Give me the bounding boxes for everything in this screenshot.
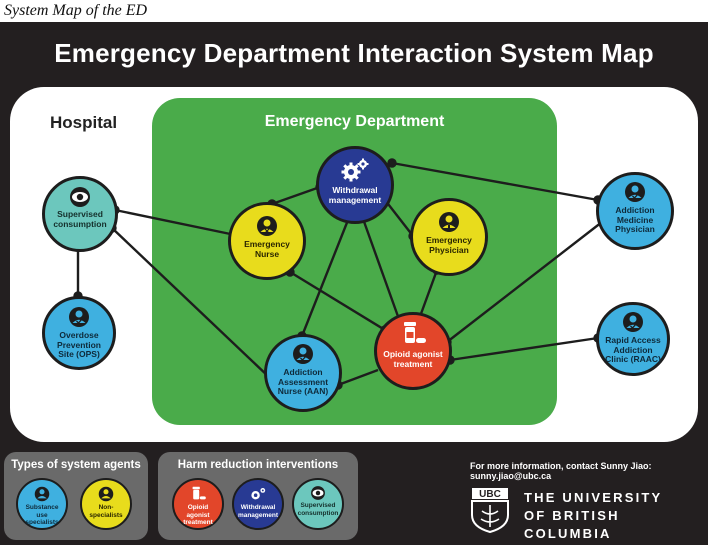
physician-person-icon — [439, 212, 459, 232]
link-supervised-aan — [111, 227, 271, 379]
node-addiction-assessment-nurse: Addiction Assessment Nurse (AAN) — [264, 334, 342, 412]
legend-label: Opioid agonist treatment — [183, 504, 213, 526]
contact-info: For more information, contact Sunny Jiao… — [470, 461, 652, 481]
non-specialist-person-icon — [98, 486, 114, 502]
link-ernurse-withdrawal — [271, 185, 321, 206]
link-supervised-ernurse — [114, 208, 241, 238]
legend-harm-title: Harm reduction interventions — [177, 459, 339, 471]
legend-opioid-agonist-treatment: Opioid agonist treatment — [172, 478, 224, 530]
ubc-line-1: THE UNIVERSITY — [524, 490, 663, 505]
link-ernurse-oat — [289, 270, 386, 332]
link-amp-oat — [446, 221, 603, 343]
figure-caption: System Map of the ED — [4, 2, 148, 19]
node-label: Addiction Medicine Physician — [615, 205, 655, 234]
eye-icon — [311, 486, 325, 500]
node-label: Emergency Nurse — [244, 239, 290, 259]
legend-agents-title: Types of system agents — [11, 459, 141, 471]
pill-bottle-icon — [192, 486, 206, 500]
ubc-wordmark: THE UNIVERSITY OF BRITISH COLUMBIA — [524, 489, 708, 543]
legend-label: Non-specialists — [89, 504, 123, 519]
link-withdrawal-erphysician — [384, 199, 414, 237]
legend-label: Withdrawal management — [237, 504, 279, 519]
node-label: Opioid agonist treatment — [383, 349, 443, 369]
node-rapid-access-addiction-clinic: Rapid Access Addiction Clinic (RAAC) — [596, 302, 670, 376]
node-label: Withdrawal management — [328, 185, 382, 205]
ubc-line-2: OF BRITISH COLUMBIA — [524, 508, 620, 541]
nurse-person-icon — [257, 216, 277, 236]
specialist-person-icon — [293, 344, 313, 364]
pill-bottle-icon — [404, 322, 426, 343]
map-title: Emergency Department Interaction System … — [54, 38, 654, 68]
node-overdose-prevention-site: Overdose Prevention Site (OPS) — [42, 296, 116, 370]
node-label: Overdose Prevention Site (OPS) — [57, 330, 101, 359]
svg-text:UBC: UBC — [479, 489, 501, 500]
node-withdrawal-management: Withdrawal management — [316, 146, 394, 224]
hospital-label: Hospital — [50, 113, 118, 132]
node-opioid-agonist-treatment: Opioid agonist treatment — [374, 312, 452, 390]
specialist-person-icon — [34, 486, 50, 502]
link-oat-raac — [449, 336, 599, 362]
node-emergency-nurse: Emergency Nurse — [228, 202, 306, 280]
ubc-shield-logo: UBC — [471, 488, 509, 533]
specialist-person-icon — [69, 307, 89, 327]
node-label: Addiction Assessment Nurse (AAN) — [277, 367, 329, 396]
specialist-person-icon — [625, 182, 645, 202]
legend-label: Supervised consumption — [297, 502, 339, 517]
legend-label: Substance use specialists — [25, 504, 59, 526]
specialist-person-icon — [623, 312, 643, 332]
node-label: Rapid Access Addiction Clinic (RAAC) — [605, 335, 661, 364]
node-emergency-physician: Emergency Physician — [410, 198, 488, 276]
link-aan-oat — [337, 368, 379, 387]
eye-icon — [70, 187, 90, 207]
legend-withdrawal-management: Withdrawal management — [232, 478, 284, 530]
node-label: Emergency Physician — [426, 235, 472, 255]
node-supervised-consumption: Supervised consumption — [42, 176, 118, 252]
link-withdrawal-aan — [300, 214, 352, 337]
gears-icon — [341, 158, 369, 182]
legend-specialists: Substance use specialists — [16, 478, 68, 530]
node-addiction-medicine-physician: Addiction Medicine Physician — [596, 172, 674, 250]
gears-icon — [251, 488, 266, 500]
link-withdrawal-oat — [360, 215, 402, 323]
legend-supervised-consumption: Supervised consumption — [292, 478, 344, 530]
link-withdrawal-amp — [391, 161, 599, 202]
legend-non-specialists: Non-specialists — [80, 478, 132, 530]
node-label: Supervised consumption — [53, 209, 107, 229]
emergency-department-label: Emergency Department — [264, 113, 445, 130]
